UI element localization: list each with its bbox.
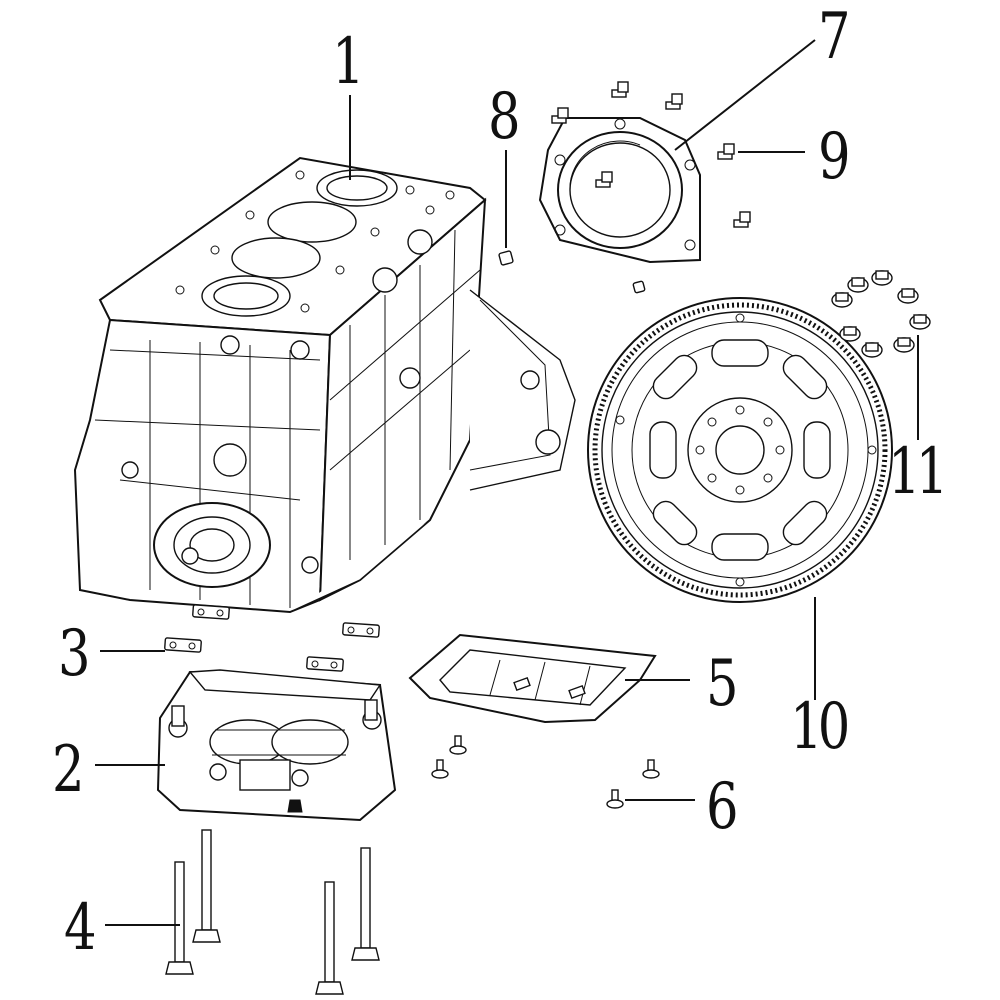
leader-lines [95,39,919,926]
callout-7: 7 [818,0,851,74]
leader-7 [674,39,816,151]
flexplate-bolts [831,270,931,358]
seal-housing-bolts [551,81,751,228]
callout-9: 9 [818,120,851,194]
callout-2: 2 [52,733,85,807]
gasket-shims [164,604,380,672]
flexplate [587,297,893,603]
small-bolts [431,735,660,809]
windage-tray [408,633,657,724]
rear-seal-housing [538,117,701,264]
engine-block [73,156,576,614]
callout-11: 11 [888,435,948,509]
long-bolts [165,829,380,995]
callout-10: 10 [790,690,850,764]
callout-6: 6 [706,770,739,844]
callout-8: 8 [488,80,521,154]
callout-5: 5 [706,647,739,721]
callout-4: 4 [64,891,97,965]
oil-pump-assembly [156,669,397,822]
dowel-pins [498,250,646,294]
callout-3: 3 [58,617,91,691]
callout-1: 1 [332,25,365,99]
